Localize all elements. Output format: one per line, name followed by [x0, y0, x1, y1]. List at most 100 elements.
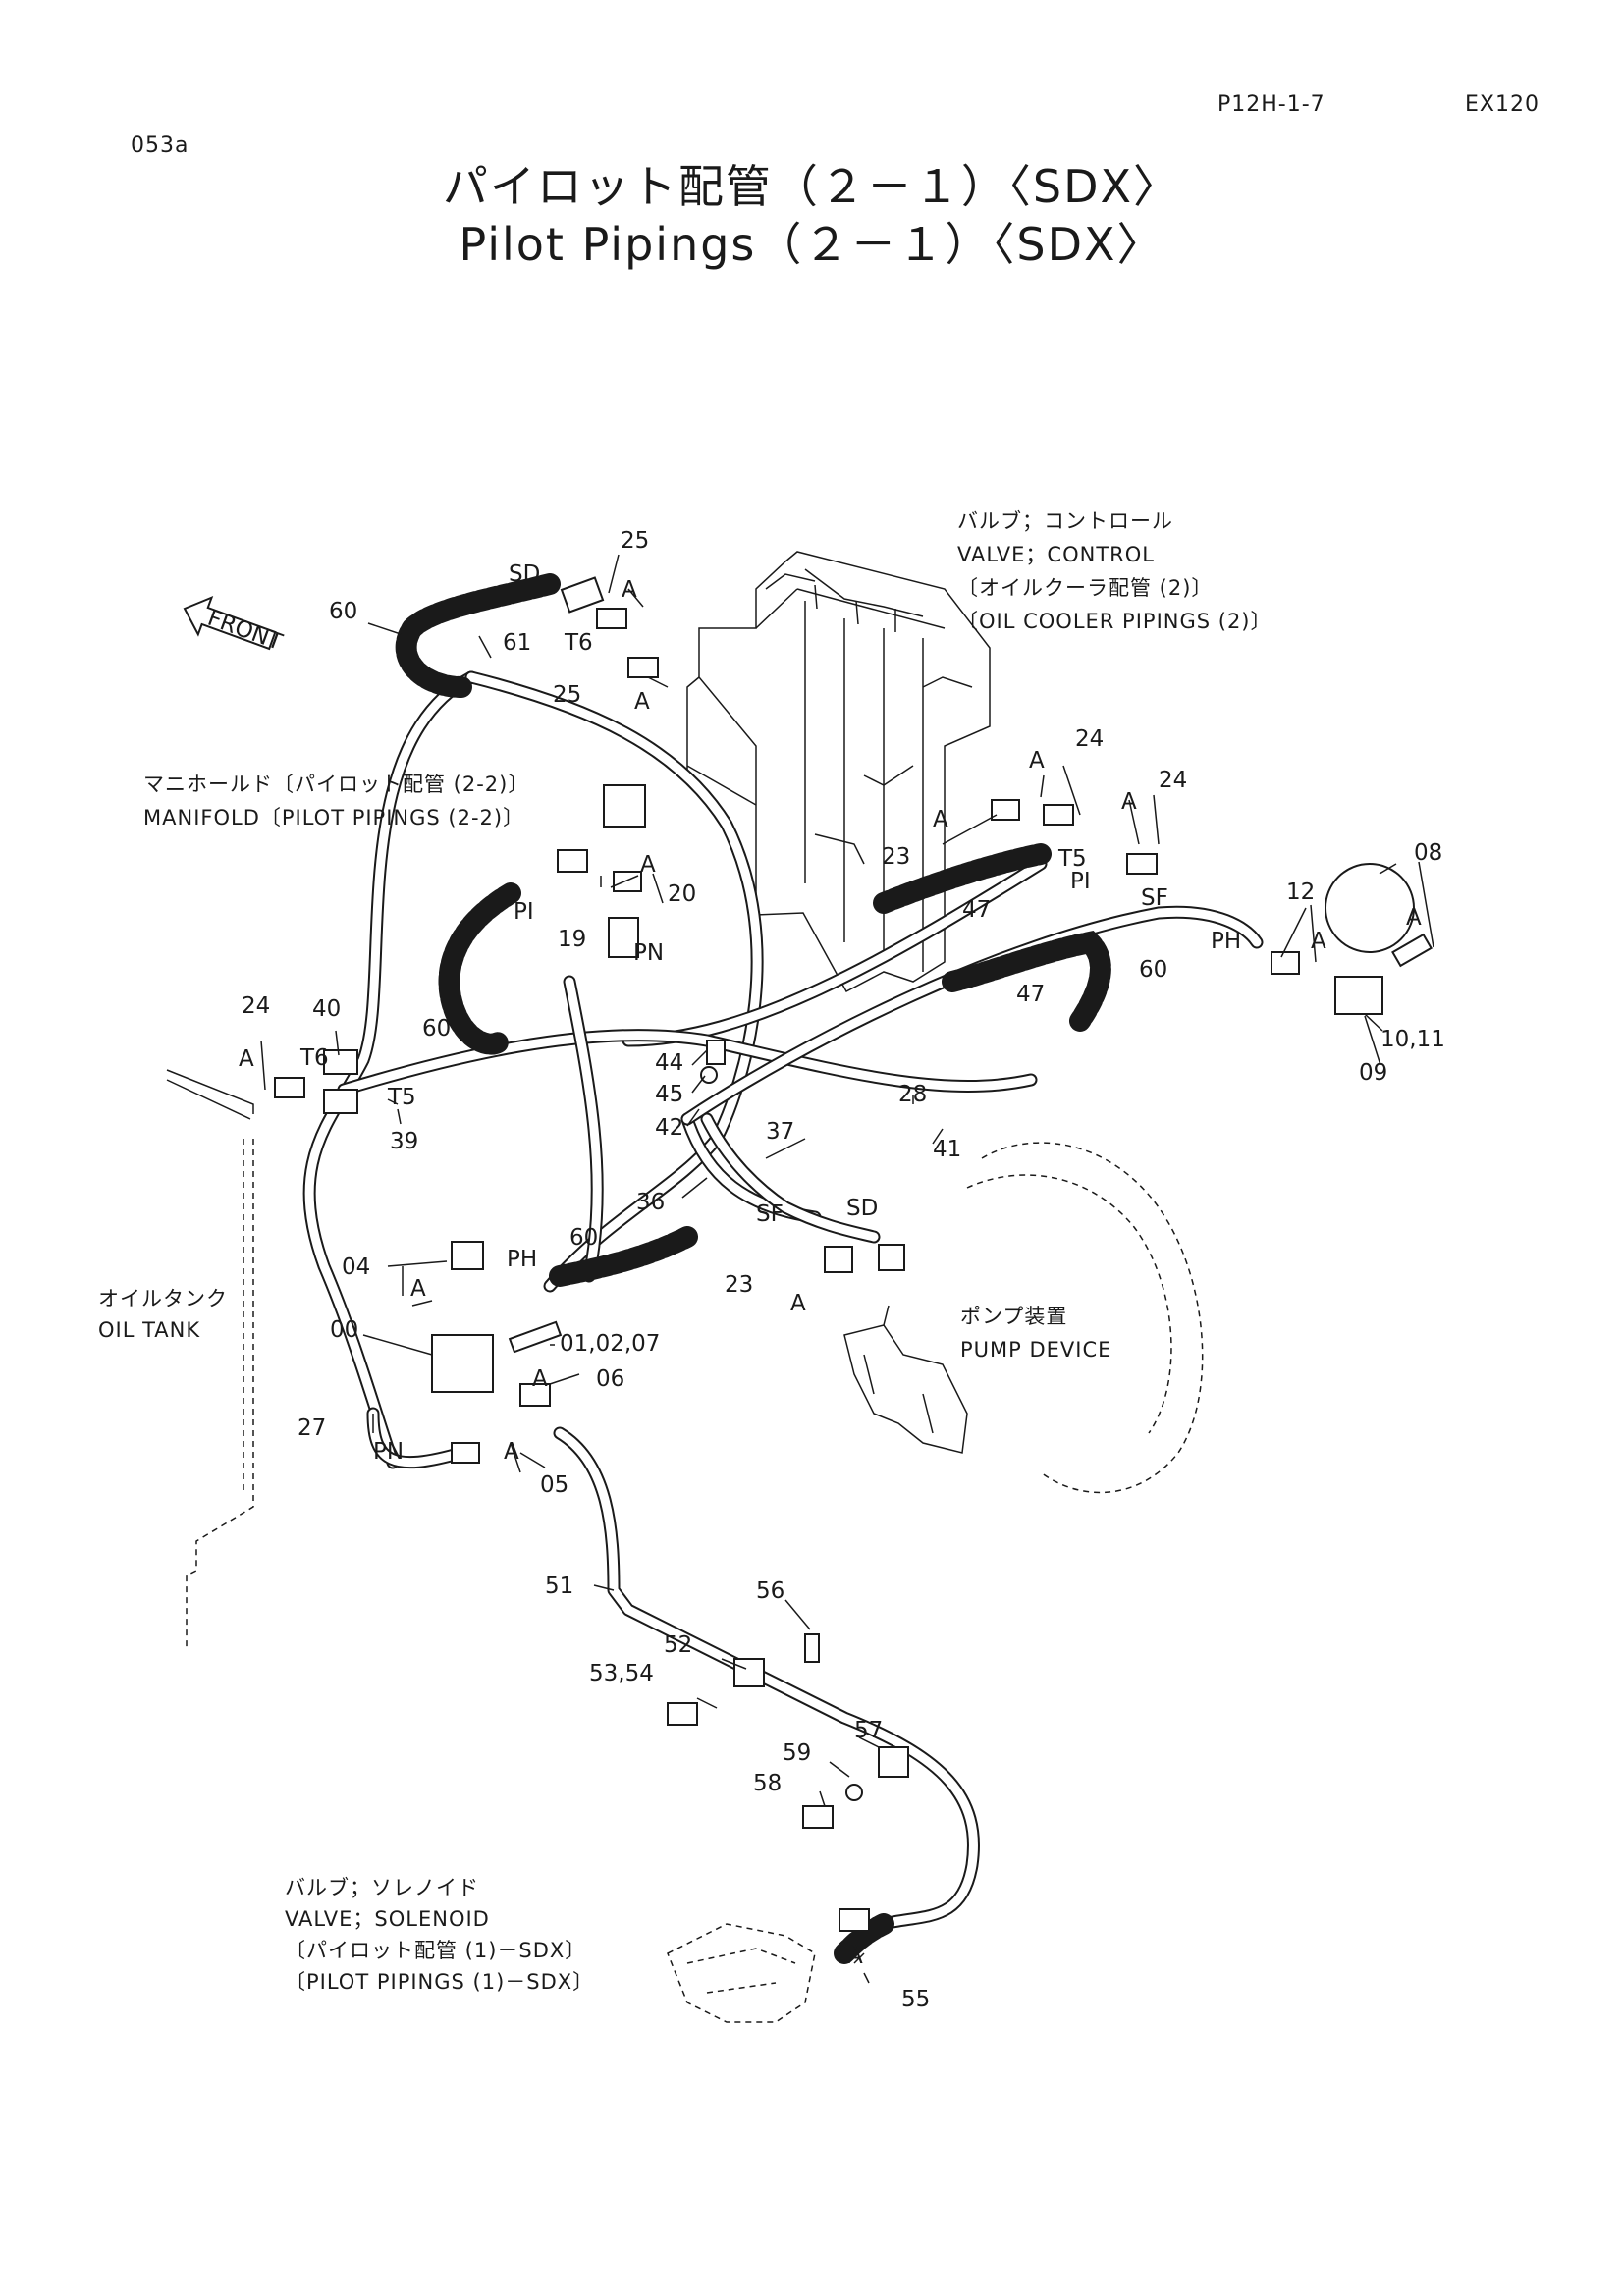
- callout-label: A: [410, 1276, 426, 1302]
- callout-label: A: [622, 577, 637, 603]
- callout-label: 23: [725, 1272, 753, 1298]
- front-arrow-icon: FRONT: [183, 595, 287, 657]
- callout-label: 60: [422, 1016, 451, 1041]
- callout-label: SD: [509, 561, 540, 587]
- callout-label: 39: [390, 1129, 418, 1154]
- caption-line: 〔OIL COOLER PIPINGS (2)〕: [957, 610, 1272, 633]
- callout-label: SD: [846, 1196, 878, 1221]
- callout-label: T5: [387, 1085, 416, 1110]
- caption-control-valve: バルブ；コントロール VALVE；CONTROL 〔オイルクーラ配管 (2)〕 …: [957, 509, 1272, 633]
- fitting-24: [1043, 804, 1074, 826]
- callout-label: 20: [668, 881, 696, 907]
- caption-pump-device: ポンプ装置 PUMP DEVICE: [960, 1305, 1110, 1362]
- callout-label: A: [1029, 748, 1045, 774]
- callout-label: 25: [553, 682, 581, 708]
- bolt-44: [706, 1040, 726, 1065]
- callout-label: 36: [636, 1190, 665, 1215]
- callout-label: PH: [1211, 929, 1241, 954]
- control-valve-body: [686, 551, 991, 993]
- title-english: Pilot Pipings（２－１）〈SDX〉: [459, 218, 1164, 271]
- callout-label: 56: [756, 1578, 784, 1604]
- fitting-25b: [627, 657, 659, 678]
- callouts: 25 SD A 60 61 T6 25 A 24 A 24 A 23 A T5 …: [239, 528, 1445, 2012]
- fitting-05: [451, 1442, 480, 1464]
- figure-id: 053a: [131, 133, 189, 158]
- bolt-01-02-07: [508, 1320, 563, 1354]
- callout-label: 12: [1286, 880, 1315, 905]
- caption-line: 〔パイロット配管 (1)－SDX〕: [285, 1939, 586, 1962]
- callout-label: 45: [655, 1082, 683, 1107]
- fitting-pn: [608, 917, 639, 958]
- callout-label: 19: [558, 927, 586, 952]
- bolt-53-54: [667, 1702, 698, 1726]
- callout-label: 47: [1016, 982, 1045, 1007]
- caption-line: MANIFOLD〔PILOT PIPINGS (2-2)〕: [143, 806, 524, 829]
- callout-label: PN: [633, 940, 664, 966]
- caption-line: バルブ；コントロール: [957, 509, 1173, 533]
- components: [274, 576, 1433, 1932]
- clamp-57: [878, 1746, 909, 1778]
- callout-label: 60: [1139, 957, 1167, 983]
- washer-45: [700, 1066, 718, 1084]
- callout-label: 51: [545, 1574, 573, 1599]
- callout-label: 06: [596, 1366, 624, 1392]
- hoses: [395, 573, 1111, 1964]
- caption-line: 〔オイルクーラ配管 (2)〕: [957, 576, 1213, 600]
- callout-label: T6: [299, 1045, 329, 1071]
- callout-label: 08: [1414, 840, 1442, 866]
- callout-label: 09: [1359, 1060, 1387, 1086]
- callout-label: 59: [783, 1740, 811, 1766]
- fitting-55: [839, 1908, 870, 1932]
- pump-device-outline: [843, 1142, 1204, 1494]
- callout-label: PI: [514, 899, 534, 925]
- tubes: [302, 670, 1264, 1931]
- callout-label: SF: [756, 1201, 784, 1227]
- page-code: P12H-1-7: [1217, 92, 1325, 117]
- callout-label: 24: [1075, 726, 1104, 752]
- callout-label: 10,11: [1380, 1027, 1445, 1052]
- fitting-sd-top: [560, 576, 605, 614]
- oil-tank-outline: [166, 1069, 254, 1649]
- caption-line: VALVE；CONTROL: [957, 543, 1155, 566]
- caption-line: マニホールド〔パイロット配管 (2-2)〕: [143, 773, 529, 796]
- callout-label: A: [640, 852, 656, 878]
- caption-line: オイルタンク: [98, 1287, 228, 1310]
- fitting-20: [613, 871, 642, 892]
- manifold-block: [603, 784, 646, 828]
- callout-label: 27: [298, 1415, 326, 1441]
- block-09: [1334, 976, 1383, 1015]
- callout-label: 00: [330, 1317, 358, 1343]
- callout-label: 52: [664, 1632, 692, 1658]
- caption-line: 〔PILOT PIPINGS (1)－SDX〕: [285, 1970, 594, 1994]
- callout-label: 60: [569, 1225, 598, 1251]
- callout-label: 24: [242, 993, 270, 1019]
- callout-label: 05: [540, 1472, 568, 1498]
- callout-label: 58: [753, 1771, 782, 1796]
- front-arrow-label: FRONT: [204, 606, 287, 657]
- callout-label: 40: [312, 996, 341, 1022]
- callout-label: 60: [329, 599, 357, 624]
- callout-label: 47: [962, 897, 991, 923]
- callout-label: A: [634, 689, 650, 715]
- callout-label: 04: [342, 1255, 370, 1280]
- accumulator-08: [1325, 863, 1415, 953]
- leader-lines: [260, 554, 1434, 1984]
- callout-label: A: [239, 1046, 254, 1072]
- callout-label: A: [532, 1366, 548, 1392]
- callout-label: PH: [507, 1247, 537, 1272]
- fitting-06: [519, 1383, 551, 1407]
- callout-label: 37: [766, 1119, 794, 1145]
- caption-manifold: マニホールド〔パイロット配管 (2-2)〕 MANIFOLD〔PILOT PIP…: [143, 773, 529, 829]
- block-00: [431, 1334, 494, 1393]
- fitting-19: [557, 849, 588, 873]
- callout-label: 41: [933, 1137, 961, 1162]
- fitting-39: [323, 1089, 358, 1114]
- callout-label: 57: [854, 1718, 883, 1743]
- callout-label: 44: [655, 1050, 683, 1076]
- clamp-52: [733, 1658, 765, 1687]
- fitting-12: [1271, 951, 1300, 975]
- callout-label: 23: [882, 844, 910, 870]
- callout-label: T6: [564, 630, 593, 656]
- callout-label: A: [504, 1439, 519, 1465]
- solenoid-valve-body: [667, 1923, 816, 2023]
